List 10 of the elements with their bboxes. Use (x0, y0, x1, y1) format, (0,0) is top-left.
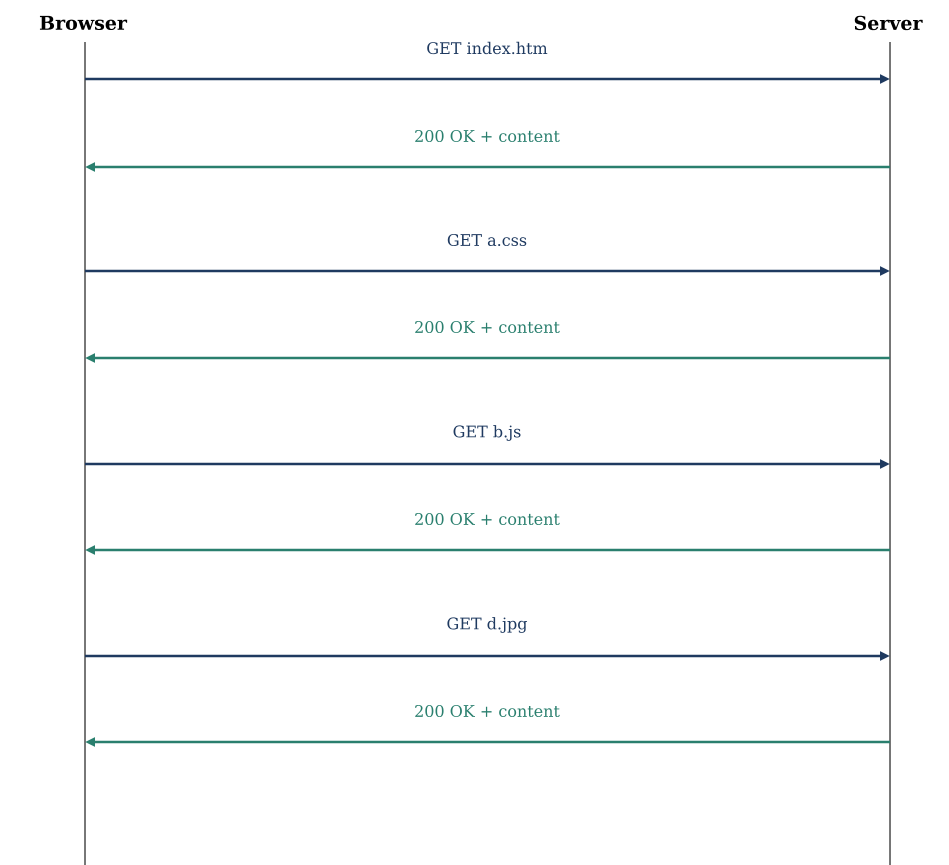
participant-label: Server (854, 16, 923, 30)
message-label: GET b.js (452, 424, 522, 442)
message-label: GET d.jpg (446, 616, 528, 634)
message-label: GET index.htm (425, 40, 549, 56)
message-label: 200 OK + content (413, 704, 561, 718)
message-label: 200 OK + content (413, 320, 561, 334)
message-label: 200 OK + content (413, 128, 561, 144)
participant-label: Browser (40, 16, 128, 30)
message-label: 200 OK + content (413, 512, 561, 526)
message-label: GET a.css (446, 232, 528, 248)
